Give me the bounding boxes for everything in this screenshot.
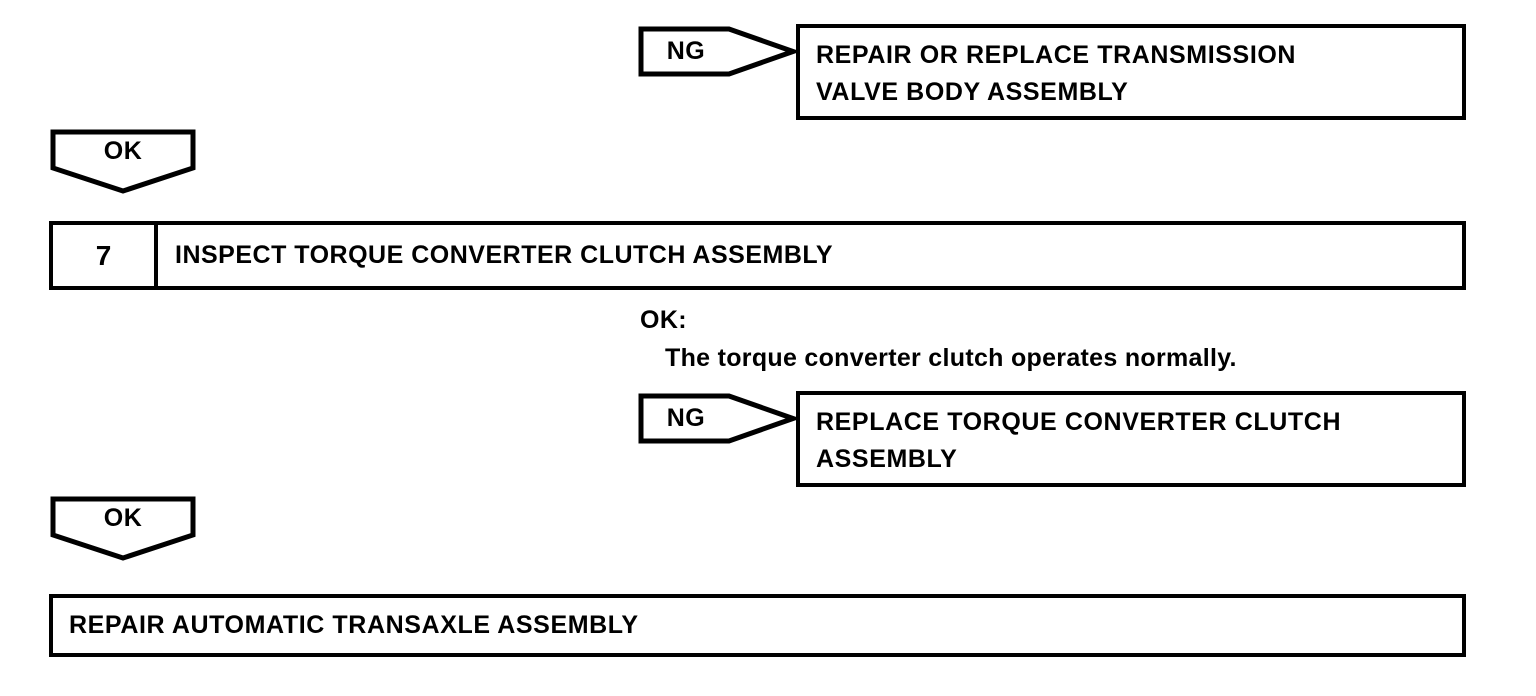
ok-connector-top-label: OK <box>103 136 143 165</box>
result-box-line: REPAIR OR REPLACE TRANSMISSION <box>816 41 1297 69</box>
step-title-cell: INSPECT TORQUE CONVERTER CLUTCH ASSEMBLY <box>175 241 834 269</box>
result-box-line: VALVE BODY ASSEMBLY <box>816 78 1129 106</box>
step-row-7: 7 INSPECT TORQUE CONVERTER CLUTCH ASSEMB… <box>49 221 1466 290</box>
criteria-heading: OK: <box>640 306 688 334</box>
ok-pentagon-shape <box>50 496 196 561</box>
ng-connector-top: NG <box>638 26 796 77</box>
result-box-line: REPLACE TORQUE CONVERTER CLUTCH <box>816 408 1342 436</box>
ok-connector-bottom-label: OK <box>103 503 143 532</box>
ng-arrow-shape <box>638 26 796 77</box>
step-number-cell: 7 <box>53 225 158 286</box>
ng-connector-middle: NG <box>638 393 796 444</box>
result-box-line: ASSEMBLY <box>816 445 958 473</box>
ok-connector-top: OK <box>50 129 196 195</box>
criteria-detail: The torque converter clutch operates nor… <box>665 344 1237 372</box>
result-box-repair-valve-body: REPAIR OR REPLACE TRANSMISSION VALVE BOD… <box>796 24 1466 120</box>
ok-pentagon-shape <box>50 129 196 194</box>
result-box-repair-transaxle: REPAIR AUTOMATIC TRANSAXLE ASSEMBLY <box>49 594 1466 657</box>
ng-arrow-shape <box>638 393 796 444</box>
ng-connector-top-label: NG <box>666 37 706 65</box>
result-box-replace-torque-converter: REPLACE TORQUE CONVERTER CLUTCH ASSEMBLY <box>796 391 1466 487</box>
ok-connector-bottom: OK <box>50 496 196 562</box>
result-box-line: REPAIR AUTOMATIC TRANSAXLE ASSEMBLY <box>69 611 639 639</box>
ng-connector-middle-label: NG <box>666 404 706 432</box>
